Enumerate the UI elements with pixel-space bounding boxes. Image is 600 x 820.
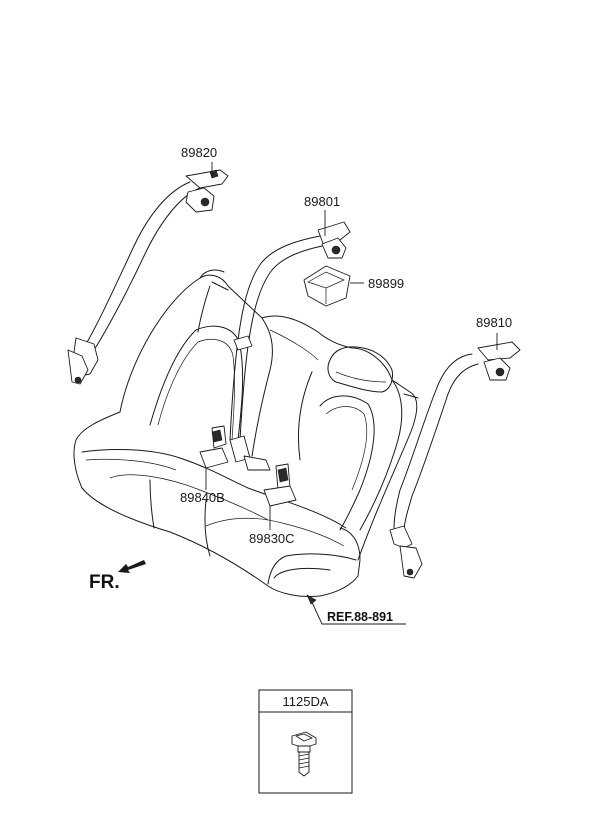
buckle-right xyxy=(263,463,297,507)
belt-cover xyxy=(303,265,351,307)
bolt-icon xyxy=(291,731,317,777)
front-arrow-icon xyxy=(118,560,146,573)
buckle-left xyxy=(199,425,229,469)
fastener-table: 1125DA xyxy=(258,689,353,794)
center-belt xyxy=(229,221,351,471)
front-direction-indicator: FR. xyxy=(89,560,146,593)
part-label-89801: 89801 xyxy=(304,194,340,209)
reference-label: REF.88-891 xyxy=(327,610,393,624)
part-label-89899: 89899 xyxy=(368,276,404,291)
leader-lines xyxy=(205,162,498,625)
fastener-code: 1125DA xyxy=(282,694,328,709)
part-label-89810: 89810 xyxy=(476,315,512,330)
part-label-89840B: 89840B xyxy=(180,490,225,505)
front-direction-label: FR. xyxy=(89,572,120,593)
rear-seat-assembly xyxy=(73,269,419,597)
part-label-89830C: 89830C xyxy=(249,531,295,546)
rear-belt-right xyxy=(389,341,521,579)
rear-belt-left xyxy=(67,169,229,385)
part-label-89820: 89820 xyxy=(181,145,217,160)
